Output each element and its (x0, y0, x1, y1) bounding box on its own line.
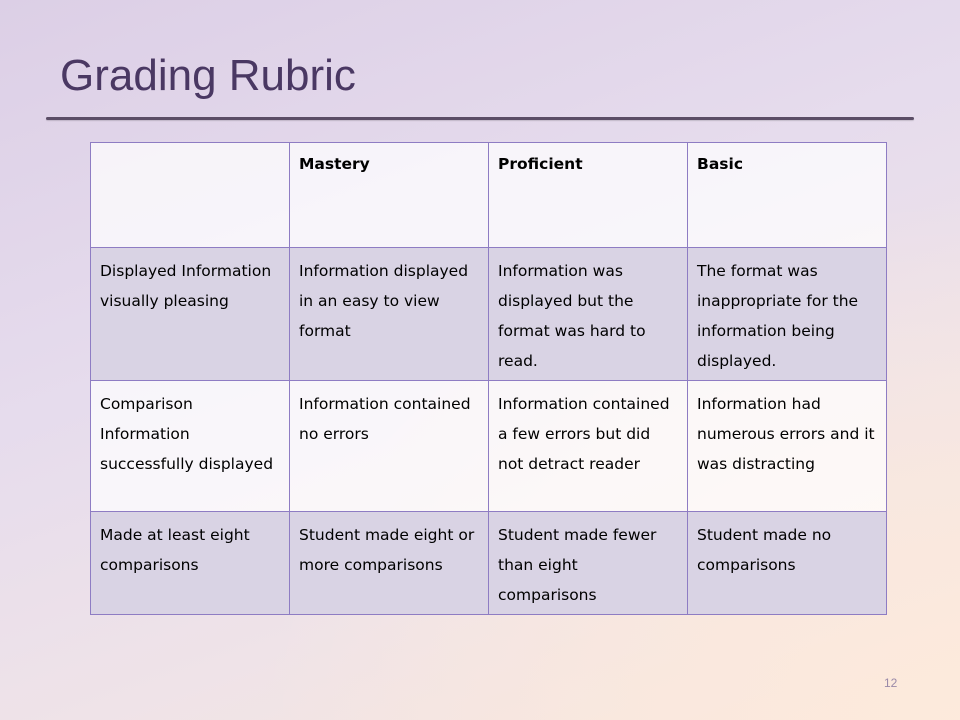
basic-cell: Information had numerous errors and it w… (687, 380, 887, 512)
proficient-cell: Information contained a few errors but d… (488, 380, 688, 512)
proficient-cell: Information was displayed but the format… (488, 247, 688, 381)
header-basic: Basic (687, 142, 887, 248)
criterion-cell: Comparison Information successfully disp… (90, 380, 290, 512)
rubric-body: Displayed Information visually pleasing … (90, 247, 887, 615)
header-row: Mastery Proficient Basic (90, 142, 887, 248)
criterion-cell: Made at least eight comparisons (90, 511, 290, 615)
table-row: Made at least eight comparisons Student … (90, 511, 887, 615)
slide-title: Grading Rubric (60, 51, 356, 100)
header-proficient: Proficient (488, 142, 688, 248)
table-row: Comparison Information successfully disp… (90, 380, 887, 512)
basic-cell: Student made no comparisons (687, 511, 887, 615)
proficient-cell: Student made fewer than eight comparison… (488, 511, 688, 615)
mastery-cell: Student made eight or more comparisons (289, 511, 489, 615)
rubric-header: Mastery Proficient Basic (90, 142, 887, 248)
mastery-cell: Information displayed in an easy to view… (289, 247, 489, 381)
mastery-cell: Information contained no errors (289, 380, 489, 512)
basic-cell: The format was inappropriate for the inf… (687, 247, 887, 381)
header-mastery: Mastery (289, 142, 489, 248)
header-criterion (90, 142, 290, 248)
page-number: 12 (884, 676, 898, 690)
table-row: Displayed Information visually pleasing … (90, 247, 887, 381)
title-underline (46, 117, 914, 120)
criterion-cell: Displayed Information visually pleasing (90, 247, 290, 381)
rubric-table: Mastery Proficient Basic Displayed Infor… (90, 142, 887, 615)
